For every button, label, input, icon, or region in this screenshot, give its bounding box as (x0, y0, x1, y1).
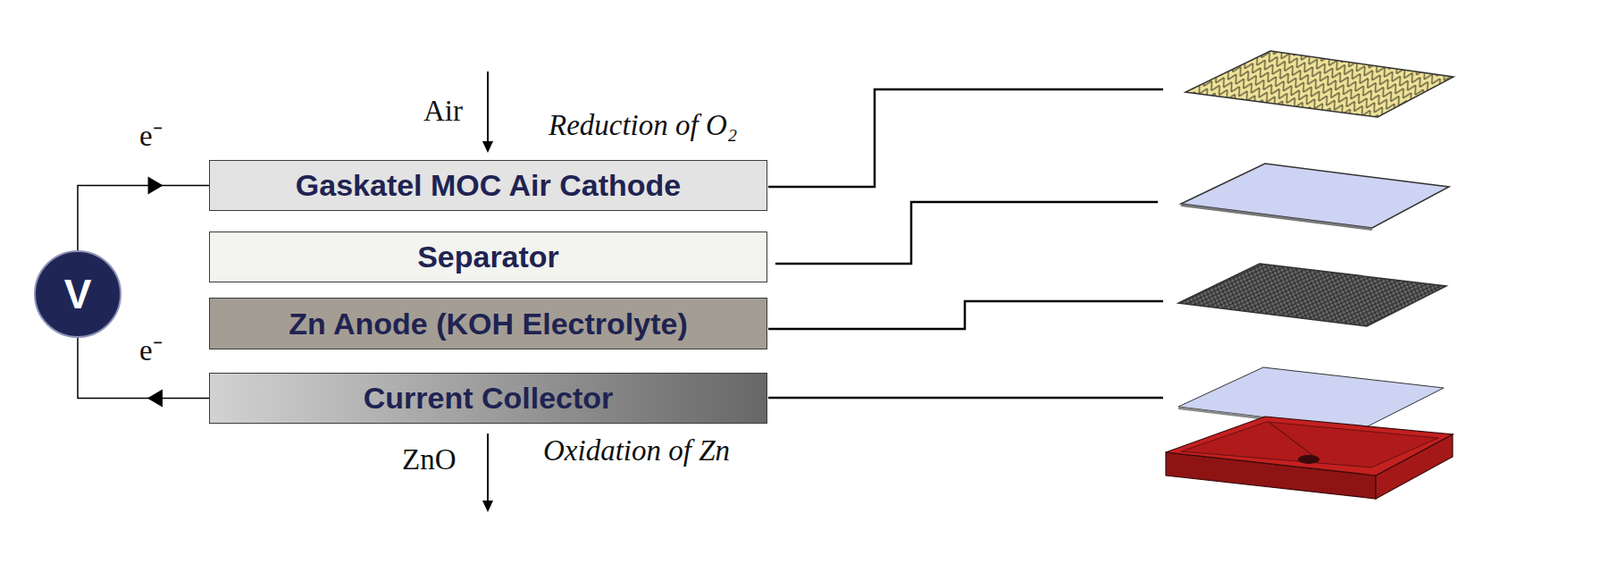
layer-name: Gaskatel MOC Air Cathode (295, 167, 681, 203)
layer-name: Separator (417, 239, 560, 275)
electron-label: e⁻ (139, 328, 163, 369)
air-label: Air (423, 94, 463, 128)
reaction-label: Oxidation of Zn (543, 434, 730, 468)
leader-lines (768, 89, 1164, 398)
cathode-mesh (1185, 50, 1454, 118)
anode-box: Zn Anode (KOH Electrolyte) (209, 297, 768, 350)
voltmeter-circle: V (33, 250, 122, 338)
separator-box: Separator (209, 231, 768, 283)
air-arrow (482, 71, 494, 153)
circuit-wire (77, 176, 210, 252)
electron-label: e⁻ (139, 114, 163, 155)
layer-name: Current Collector (363, 380, 614, 416)
separator-sheet (1181, 163, 1450, 231)
layer-name: Zn Anode (KOH Electrolyte) (288, 306, 687, 342)
zno-arrow (482, 433, 494, 512)
anode-mesh (1178, 263, 1447, 327)
cell-tray (1165, 416, 1453, 499)
meter-symbol: V (64, 269, 93, 319)
reaction-label: Reduction of O₂ (548, 108, 738, 143)
product-label: ZnO (402, 443, 457, 477)
collector-box: Current Collector (209, 372, 768, 424)
cathode-box: Gaskatel MOC Air Cathode (209, 159, 768, 211)
